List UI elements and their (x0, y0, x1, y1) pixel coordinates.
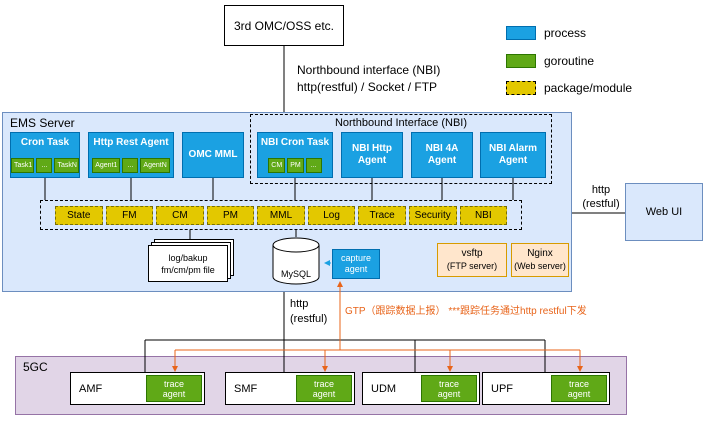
module-cm: CM (156, 205, 204, 225)
trace-agent-upf: trace agent (551, 375, 607, 402)
nginx-label: Nginx (527, 248, 553, 259)
nf-amf-box: AMF trace agent (70, 372, 205, 405)
nf-amf-label: AMF (79, 382, 103, 395)
nbi-note-line1: Northbound interface (NBI) (297, 63, 441, 77)
capture-agent-label-line2: agent (344, 264, 368, 274)
nbi-group-frame: Northbound Interface (NBI) (250, 114, 552, 184)
module-pm: PM (206, 205, 255, 225)
nbi-http-agent-label: NBI Http Agent (352, 142, 392, 167)
nbi-cron-task-goroutines: CM PM ... (258, 158, 332, 173)
omc-oss-label: 3rd OMC/OSS etc. (233, 18, 335, 33)
vsftp-label: vsftp (461, 248, 483, 259)
nf-upf-label: UPF (491, 382, 513, 395)
legend-goroutine-swatch (506, 54, 536, 68)
nbi-cron-task-process: NBI Cron Task CM PM ... (257, 132, 333, 178)
trace-agent-label-line2: agent (437, 388, 461, 399)
http-restful-label-right: http (restful) (576, 183, 626, 211)
trace-agent-label-line2: agent (162, 388, 186, 399)
web-ui-box: Web UI (625, 183, 703, 241)
nf-upf-box: UPF trace agent (482, 372, 610, 405)
http-restful-label-bottom: http (restful) (290, 297, 327, 327)
legend-package-swatch (506, 81, 536, 95)
nbi-4a-agent-label: NBI 4A Agent (425, 142, 459, 167)
nf-smf-box: SMF trace agent (225, 372, 355, 405)
legend-package-label: package/module (544, 81, 633, 95)
http-rest-agent-process: Http Rest Agent Agent1 ... AgentN (88, 132, 174, 178)
omc-oss-box: 3rd OMC/OSS etc. (224, 5, 344, 46)
goroutine-ellipsis: ... (305, 158, 322, 173)
module-row-frame: State FM CM PM MML Log Trace Security NB… (40, 200, 522, 230)
nbi-group-title: Northbound Interface (NBI) (334, 117, 468, 129)
mysql-label: MySQL (280, 269, 311, 279)
trace-agent-label-line1: trace (438, 378, 459, 389)
database-cylinder-icon (272, 237, 320, 285)
goroutine-task1: Task1 (11, 158, 35, 173)
trace-agent-amf: trace agent (146, 375, 202, 402)
vsftp-server-box: vsftp (FTP server) (437, 243, 507, 277)
cron-task-process: Cron Task Task1 ... TaskN (10, 132, 80, 178)
goroutine-ellipsis: ... (36, 158, 53, 173)
nbi-alarm-agent-label: NBI Alarm Agent (489, 142, 537, 167)
legend-goroutine-label: goroutine (544, 54, 595, 68)
nf-udm-box: UDM trace agent (362, 372, 480, 405)
capture-agent-process: capture agent (332, 249, 380, 279)
nbi-cron-task-label: NBI Cron Task (260, 137, 330, 148)
omc-mml-process: OMC MML (182, 132, 244, 178)
trace-agent-label-line2: agent (312, 388, 336, 399)
module-trace: Trace (358, 205, 406, 225)
trace-agent-label-line2: agent (567, 388, 591, 399)
goroutine-taskn: TaskN (54, 158, 79, 173)
log-file-sheet-front: log/bakup fm/cm/pm file (148, 245, 228, 282)
web-ui-label: Web UI (645, 206, 683, 218)
mysql-database: MySQL (272, 236, 320, 286)
module-state: State (55, 205, 103, 225)
nbi-http-agent-process: NBI Http Agent (341, 132, 403, 178)
capture-agent-label-line1: capture (340, 253, 372, 263)
cron-task-label: Cron Task (20, 137, 70, 148)
trace-agent-label-line1: trace (313, 378, 334, 389)
nginx-server-box: Nginx (Web server) (511, 243, 569, 277)
legend-process-swatch (506, 26, 536, 40)
gtp-trace-note: GTP（跟踪数据上报） ***跟踪任务通过http restful下发 (345, 306, 587, 317)
vsftp-sublabel: (FTP server) (446, 261, 498, 271)
trace-agent-label-line1: trace (568, 378, 589, 389)
nbi-4a-agent-process: NBI 4A Agent (411, 132, 473, 178)
nbi-note-line2: http(restful) / Socket / FTP (297, 80, 438, 94)
nbi-interface-note: Northbound interface (NBI) http(restful)… (297, 62, 440, 96)
fivegc-title: 5GC (23, 360, 48, 374)
nbi-alarm-agent-process: NBI Alarm Agent (480, 132, 546, 178)
http-rest-agent-goroutines: Agent1 ... AgentN (89, 158, 173, 173)
http-rest-agent-label: Http Rest Agent (93, 137, 169, 148)
nginx-sublabel: (Web server) (514, 261, 566, 271)
omc-mml-label: OMC MML (188, 148, 238, 160)
log-file-label-line2: fm/cm/pm file (161, 264, 215, 275)
ems-server-title: EMS Server (10, 116, 75, 130)
goroutine-agentn: AgentN (140, 158, 170, 173)
nf-smf-label: SMF (234, 382, 258, 395)
module-nbi: NBI (459, 205, 508, 225)
module-log: Log (307, 205, 356, 225)
log-file-store: log/bakup fm/cm/pm file (148, 239, 234, 282)
http-label-line1: http (591, 184, 611, 196)
module-mml: MML (257, 205, 305, 225)
trace-agent-udm: trace agent (421, 375, 477, 402)
legend-process-label: process (544, 26, 587, 40)
goroutine-pm: PM (287, 158, 304, 173)
log-file-label-line1: log/bakup (168, 252, 208, 263)
http-label-line2: (restful) (290, 313, 328, 325)
http-label-line1: http (290, 298, 309, 310)
goroutine-ellipsis: ... (122, 158, 139, 173)
cron-task-goroutines: Task1 ... TaskN (11, 158, 79, 173)
module-security: Security (408, 205, 457, 225)
module-fm: FM (105, 205, 154, 225)
trace-agent-smf: trace agent (296, 375, 352, 402)
nf-udm-label: UDM (371, 382, 397, 395)
goroutine-cm: CM (268, 158, 286, 173)
trace-agent-label-line1: trace (163, 378, 184, 389)
goroutine-agent1: Agent1 (92, 158, 121, 173)
http-label-line2: (restful) (582, 198, 620, 210)
